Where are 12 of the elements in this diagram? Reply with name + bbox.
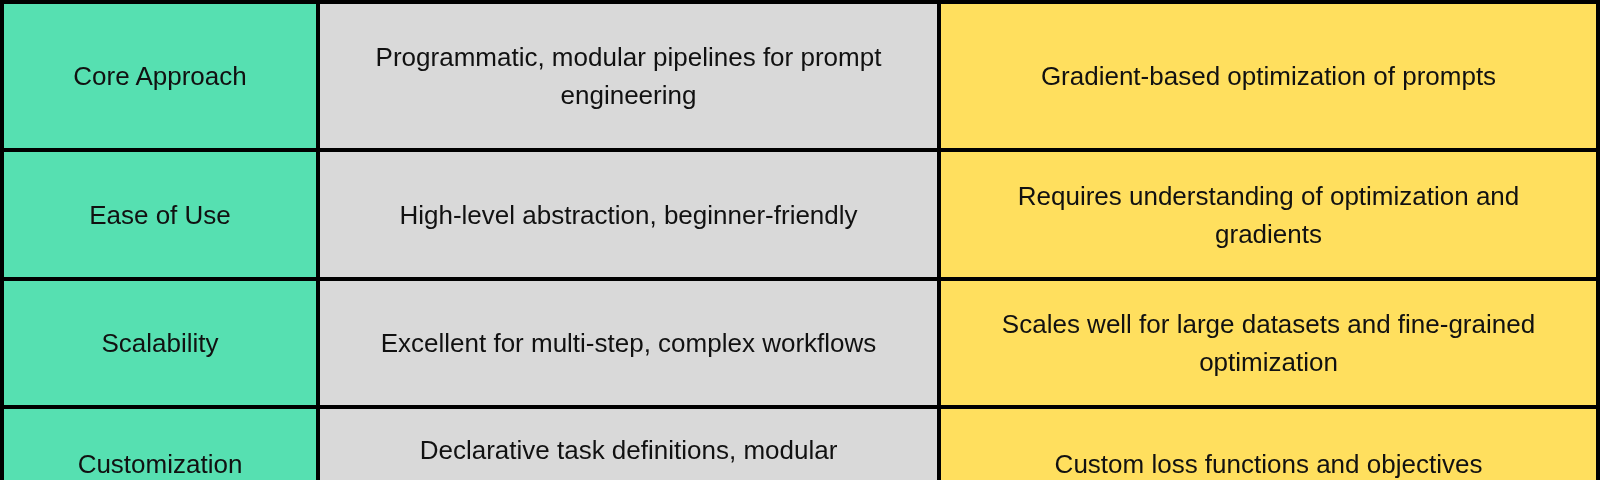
table-cell: Scalability <box>4 281 316 405</box>
table-cell: Programmatic, modular pipelines for prompt engineering <box>320 4 937 148</box>
table-cell: Excellent for multi-step, complex workflows <box>320 281 937 405</box>
table-cell: Core Approach <box>4 4 316 148</box>
table-cell: High-level abstraction, beginner-friendly <box>320 152 937 277</box>
table-cell: Ease of Use <box>4 152 316 277</box>
table-cell: Scales well for large datasets and fine-grained optimization <box>941 281 1596 405</box>
table-cell: Declarative task definitions, modular <box>320 409 937 480</box>
table-cell: Requires understanding of optimization and gradients <box>941 152 1596 277</box>
table-cell: Customization <box>4 409 316 480</box>
table-cell: Gradient-based optimization of prompts <box>941 4 1596 148</box>
table-cell: Custom loss functions and objectives <box>941 409 1596 480</box>
